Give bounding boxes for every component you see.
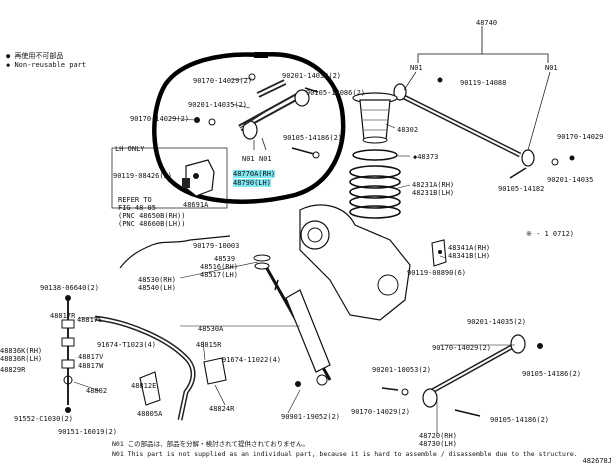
lateral-link-48770A (194, 73, 320, 159)
part-label[interactable]: 48341A(RH) (448, 244, 491, 252)
part-label[interactable]: 48817R (50, 312, 76, 320)
part-label[interactable]: 48790(LH) (233, 179, 271, 187)
stabilizer-link-48802 (61, 295, 75, 413)
part-label[interactable]: 48770A(RH) (233, 170, 276, 178)
footnote-en: N01 This part is not supplied as an indi… (112, 450, 578, 458)
spring-insulator-48373 (352, 149, 398, 161)
part-label[interactable]: 48824R (209, 405, 235, 413)
part-label[interactable]: N01 (410, 64, 423, 72)
part-label[interactable]: 48530A (198, 325, 224, 333)
part-label[interactable]: N01 (545, 64, 558, 72)
part-label[interactable]: 48817S (77, 316, 103, 324)
part-label[interactable]: 48836K(RH) (0, 347, 43, 355)
part-label[interactable]: 90138-06640(2) (40, 284, 100, 292)
part-label[interactable]: 90170-14029 (557, 133, 604, 141)
part-label[interactable]: 48516(RH) (200, 263, 238, 271)
part-label[interactable]: 48231B(LH) (412, 189, 455, 197)
part-label[interactable]: 48341B(LH) (448, 252, 491, 260)
part-label[interactable]: 90105-14182 (498, 185, 545, 193)
part-label[interactable]: 48530(RH) (138, 276, 176, 284)
part-label[interactable]: (PNC 48660B(LH)) (118, 220, 186, 228)
coil-spring-48231A (349, 165, 401, 219)
part-label[interactable]: 48231A(RH) (412, 181, 455, 189)
part-label[interactable]: 90105-14186(2) (522, 370, 582, 378)
part-label[interactable]: 48740 (476, 19, 498, 27)
part-label[interactable]: 90170-14029(2) (130, 115, 190, 123)
sensor-wire (119, 235, 231, 269)
part-label[interactable]: 48730(LH) (419, 440, 457, 448)
part-label[interactable]: 48836R(LH) (0, 355, 43, 363)
part-label[interactable]: 90119-08890(6) (407, 269, 467, 277)
part-label[interactable]: 48815R (196, 341, 222, 349)
diamond-marker-icon: ◆ (6, 61, 11, 69)
part-label[interactable]: 90901-19052(2) (281, 413, 341, 421)
part-label[interactable]: 90201-10053(2) (372, 366, 432, 374)
highlight-circle (152, 52, 346, 204)
part-label[interactable]: 90179-10003 (193, 242, 240, 250)
part-label[interactable]: N01 (259, 155, 272, 163)
part-label[interactable]: 90170-14029(2) (351, 408, 411, 416)
legend-label-en: Non-reusable part (14, 61, 87, 69)
footnote-jp: N01 この部品は、部品を分解・検討されて提供されておりません。 (112, 440, 309, 448)
part-label[interactable]: 48720(RH) (419, 432, 457, 440)
part-label[interactable]: 90105-14186(2) (283, 134, 343, 142)
part-label[interactable]: 90201-14035(2) (467, 318, 527, 326)
arm-bushing-right (521, 149, 535, 167)
part-label[interactable]: 90170-14029(2) (432, 344, 492, 352)
part-label[interactable]: 48302 (397, 126, 419, 134)
bracket-48691A (182, 159, 215, 197)
part-label[interactable]: 90201-14035 (547, 176, 594, 184)
part-label[interactable]: 90119-14088 (460, 79, 507, 87)
rear-axle-carrier (299, 204, 411, 321)
legend-label-jp: 再使用不可部品 (14, 52, 64, 60)
part-label[interactable]: (PNC 48650B(RH)) (118, 212, 186, 220)
part-label[interactable]: 90170-14029(2) (193, 77, 253, 85)
circle-start-mark (254, 52, 268, 58)
arm-bushing-left (393, 83, 407, 101)
part-label[interactable]: 91552-C1030(2) (14, 415, 74, 423)
legend-item-nonreusable-en: ◆ Non-reusable part (6, 61, 86, 70)
lh-only-box (111, 147, 228, 209)
part-label[interactable]: 48517(LH) (200, 271, 238, 279)
part-label[interactable]: 90119-08426(2) (113, 172, 173, 180)
stabilizer-bar-48812E (94, 315, 227, 421)
part-label[interactable]: LH ONLY (115, 145, 145, 153)
bump-stopper-48302 (352, 92, 398, 144)
part-label[interactable]: 91674-11022(4) (222, 356, 282, 364)
part-label[interactable]: ※ - 1 0712) (526, 230, 575, 238)
part-label[interactable]: N01 (242, 155, 255, 163)
legend-item-nonreusable-jp: ● 再使用不可部品 (6, 52, 86, 61)
part-label[interactable]: 48802 (86, 387, 108, 395)
part-label[interactable]: 90105-14186(2) (490, 416, 550, 424)
figure-code: 482678J (582, 457, 612, 465)
part-label[interactable]: REFER TO (118, 196, 152, 204)
part-label[interactable]: 48812E (131, 382, 157, 390)
part-label[interactable]: 48817V (78, 353, 104, 361)
legend: ● 再使用不可部品 ◆ Non-reusable part (6, 52, 86, 70)
shock-absorber-48530 (253, 254, 332, 387)
part-label[interactable]: 48805A (137, 410, 163, 418)
nonreusable-marker-icon: ● (6, 52, 11, 60)
part-label[interactable]: 48539 (214, 255, 236, 263)
part-label[interactable]: ◆48373 (413, 153, 439, 161)
part-label[interactable]: 48540(LH) (138, 284, 176, 292)
part-label[interactable]: 48817W (78, 362, 104, 370)
part-label[interactable]: 48691A (183, 201, 209, 209)
part-label[interactable]: FIG 48-05 (118, 204, 156, 212)
part-label[interactable]: 90151-16019(2) (58, 428, 118, 436)
part-label[interactable]: 90201-14039(2) (282, 72, 342, 80)
part-label[interactable]: 90105-14086(2) (306, 89, 366, 97)
part-label[interactable]: 91674-T1023(4) (97, 341, 157, 349)
lower-arm-48720 (381, 334, 543, 417)
part-label[interactable]: 48829R (0, 366, 26, 374)
part-label[interactable]: 90201-14035(2) (188, 101, 248, 109)
